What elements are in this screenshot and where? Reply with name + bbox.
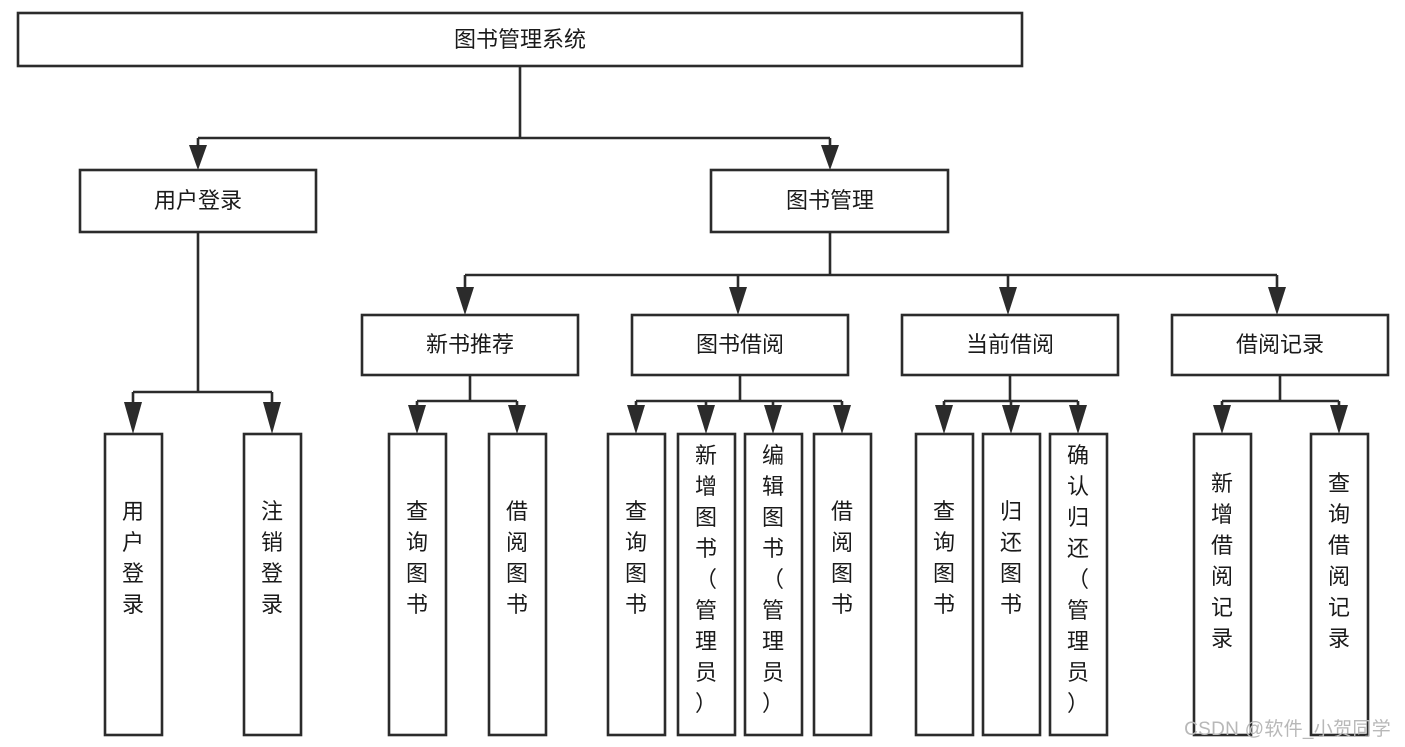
node-leaf-query-book-2[interactable]: 查询图书 bbox=[606, 432, 667, 737]
node-leaf-borrow-book-2-label: 借阅图书 bbox=[831, 499, 853, 617]
node-borrow-record[interactable]: 借阅记录 bbox=[1170, 313, 1390, 377]
arrowhead-leaf-add-record bbox=[1213, 405, 1231, 434]
node-user-login[interactable]: 用户登录 bbox=[78, 168, 318, 234]
arrowhead-leaf-add-book bbox=[697, 405, 715, 434]
arrowhead-leaf-borrow-book-2 bbox=[833, 405, 851, 434]
node-new-book-recommend-box[interactable] bbox=[360, 313, 580, 377]
node-leaf-add-record-label: 新增借阅记录 bbox=[1211, 471, 1233, 651]
arrowhead-leaf-user-login bbox=[124, 402, 142, 434]
connector-group-borrow-record bbox=[1213, 375, 1348, 434]
arrowhead-leaf-query-book-3 bbox=[935, 405, 953, 434]
connector-group-current-borrow bbox=[935, 375, 1087, 434]
node-leaf-add-book-label: 新增图书（管理员） bbox=[695, 443, 717, 716]
node-leaf-query-book-3[interactable]: 查询图书 bbox=[914, 432, 975, 737]
node-root-box[interactable] bbox=[16, 11, 1024, 68]
connector-group-book-management bbox=[456, 232, 1286, 315]
node-leaf-borrow-book-2-box[interactable] bbox=[812, 432, 873, 737]
csdn-watermark: CSDN @软件_小贺同学 bbox=[1184, 719, 1391, 740]
node-leaf-borrow-book-1-label: 借阅图书 bbox=[506, 499, 528, 617]
node-new-book-recommend-label: 新书推荐 bbox=[426, 332, 514, 357]
node-book-management[interactable]: 图书管理 bbox=[709, 168, 950, 234]
node-leaf-user-logout-label: 注销登录 bbox=[261, 499, 283, 617]
connector-group-new-book-recommend bbox=[408, 375, 526, 434]
node-leaf-user-logout[interactable]: 注销登录 bbox=[242, 432, 303, 737]
node-leaf-return-book[interactable]: 归还图书 bbox=[981, 432, 1042, 737]
node-book-borrow-label: 图书借阅 bbox=[696, 332, 784, 357]
arrowhead-borrow-record bbox=[1268, 287, 1286, 315]
node-leaf-borrow-book-1[interactable]: 借阅图书 bbox=[487, 432, 548, 737]
node-borrow-record-label: 借阅记录 bbox=[1236, 332, 1324, 357]
node-leaf-query-book-2-label: 查询图书 bbox=[625, 499, 647, 617]
node-leaf-add-book-box[interactable] bbox=[676, 432, 737, 737]
arrowhead-leaf-query-book-1 bbox=[408, 405, 426, 434]
arrowhead-leaf-borrow-book-1 bbox=[508, 405, 526, 434]
arrowhead-leaf-query-record bbox=[1330, 405, 1348, 434]
node-leaf-return-book-box[interactable] bbox=[981, 432, 1042, 737]
node-user-login-box[interactable] bbox=[78, 168, 318, 234]
node-root-label: 图书管理系统 bbox=[454, 27, 586, 52]
node-leaf-query-record-box[interactable] bbox=[1309, 432, 1370, 737]
node-leaf-borrow-book-1-box[interactable] bbox=[487, 432, 548, 737]
node-leaf-confirm-return-box[interactable] bbox=[1048, 432, 1109, 737]
node-leaf-query-book-1[interactable]: 查询图书 bbox=[387, 432, 448, 737]
node-book-borrow[interactable]: 图书借阅 bbox=[630, 313, 850, 377]
node-leaf-edit-book-box[interactable] bbox=[743, 432, 804, 737]
node-leaf-confirm-return[interactable]: 确认归还（管理员） bbox=[1048, 432, 1109, 737]
node-leaf-query-book-3-label: 查询图书 bbox=[933, 499, 955, 617]
node-leaf-edit-book[interactable]: 编辑图书（管理员） bbox=[743, 432, 804, 737]
arrowhead-leaf-query-book-2 bbox=[627, 405, 645, 434]
node-book-management-label: 图书管理 bbox=[786, 188, 874, 213]
node-leaf-add-book[interactable]: 新增图书（管理员） bbox=[676, 432, 737, 737]
node-leaf-borrow-book-2[interactable]: 借阅图书 bbox=[812, 432, 873, 737]
node-leaf-edit-book-label: 编辑图书（管理员） bbox=[762, 443, 784, 716]
node-leaf-query-book-2-box[interactable] bbox=[606, 432, 667, 737]
node-leaf-user-login-box[interactable] bbox=[103, 432, 164, 737]
connector-group-user-login bbox=[124, 232, 281, 434]
arrowhead-book-borrow bbox=[729, 287, 747, 315]
node-leaf-user-logout-box[interactable] bbox=[242, 432, 303, 737]
node-leaf-add-record[interactable]: 新增借阅记录 bbox=[1192, 432, 1253, 737]
node-leaf-query-book-1-label: 查询图书 bbox=[406, 499, 428, 617]
node-book-management-box[interactable] bbox=[709, 168, 950, 234]
node-new-book-recommend[interactable]: 新书推荐 bbox=[360, 313, 580, 377]
node-leaf-confirm-return-label: 确认归还（管理员） bbox=[1067, 443, 1089, 716]
arrowhead-user-login bbox=[189, 145, 207, 170]
connector-group-book-borrow bbox=[627, 375, 851, 434]
arrowhead-leaf-edit-book bbox=[764, 405, 782, 434]
node-leaf-add-record-box[interactable] bbox=[1192, 432, 1253, 737]
arrowhead-leaf-return-book bbox=[1002, 405, 1020, 434]
node-borrow-record-box[interactable] bbox=[1170, 313, 1390, 377]
arrowhead-current-borrow bbox=[999, 287, 1017, 315]
node-leaf-query-record-label: 查询借阅记录 bbox=[1328, 471, 1350, 651]
node-leaf-return-book-label: 归还图书 bbox=[1000, 499, 1022, 617]
node-current-borrow[interactable]: 当前借阅 bbox=[900, 313, 1120, 377]
connector-group-root bbox=[189, 66, 839, 170]
arrowhead-leaf-user-logout bbox=[263, 402, 281, 434]
node-root[interactable]: 图书管理系统 bbox=[16, 11, 1024, 68]
arrowhead-book-management bbox=[821, 145, 839, 170]
node-user-login-label: 用户登录 bbox=[154, 188, 242, 213]
arrowhead-leaf-confirm-return bbox=[1069, 405, 1087, 434]
node-current-borrow-box[interactable] bbox=[900, 313, 1120, 377]
node-current-borrow-label: 当前借阅 bbox=[966, 332, 1054, 357]
node-leaf-user-login[interactable]: 用户登录 bbox=[103, 432, 164, 737]
node-leaf-query-record[interactable]: 查询借阅记录 bbox=[1309, 432, 1370, 737]
node-leaf-query-book-3-box[interactable] bbox=[914, 432, 975, 737]
node-book-borrow-box[interactable] bbox=[630, 313, 850, 377]
node-leaf-user-login-label: 用户登录 bbox=[122, 499, 144, 617]
node-leaf-query-book-1-box[interactable] bbox=[387, 432, 448, 737]
arrowhead-new-book-recommend bbox=[456, 287, 474, 315]
